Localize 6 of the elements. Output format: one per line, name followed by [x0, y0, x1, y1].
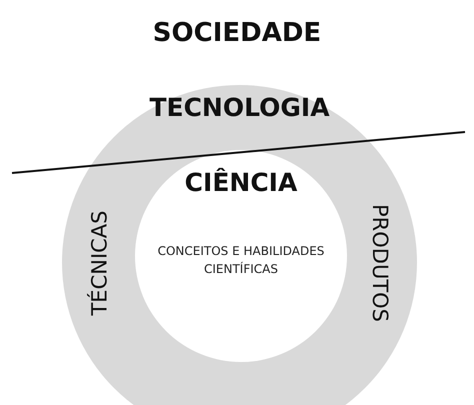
ring-heading: TECNOLOGIA [149, 92, 330, 124]
ring-side-label: PRODUTOS [366, 204, 393, 322]
title: SOCIEDADE [152, 17, 322, 50]
circle-heading: CIÊNCIA [184, 166, 298, 199]
ring-side-label: TÉCNICAS [86, 210, 112, 316]
circle-description: CONCEITOS E HABILIDADES CIENTÍFICAS [156, 243, 326, 278]
